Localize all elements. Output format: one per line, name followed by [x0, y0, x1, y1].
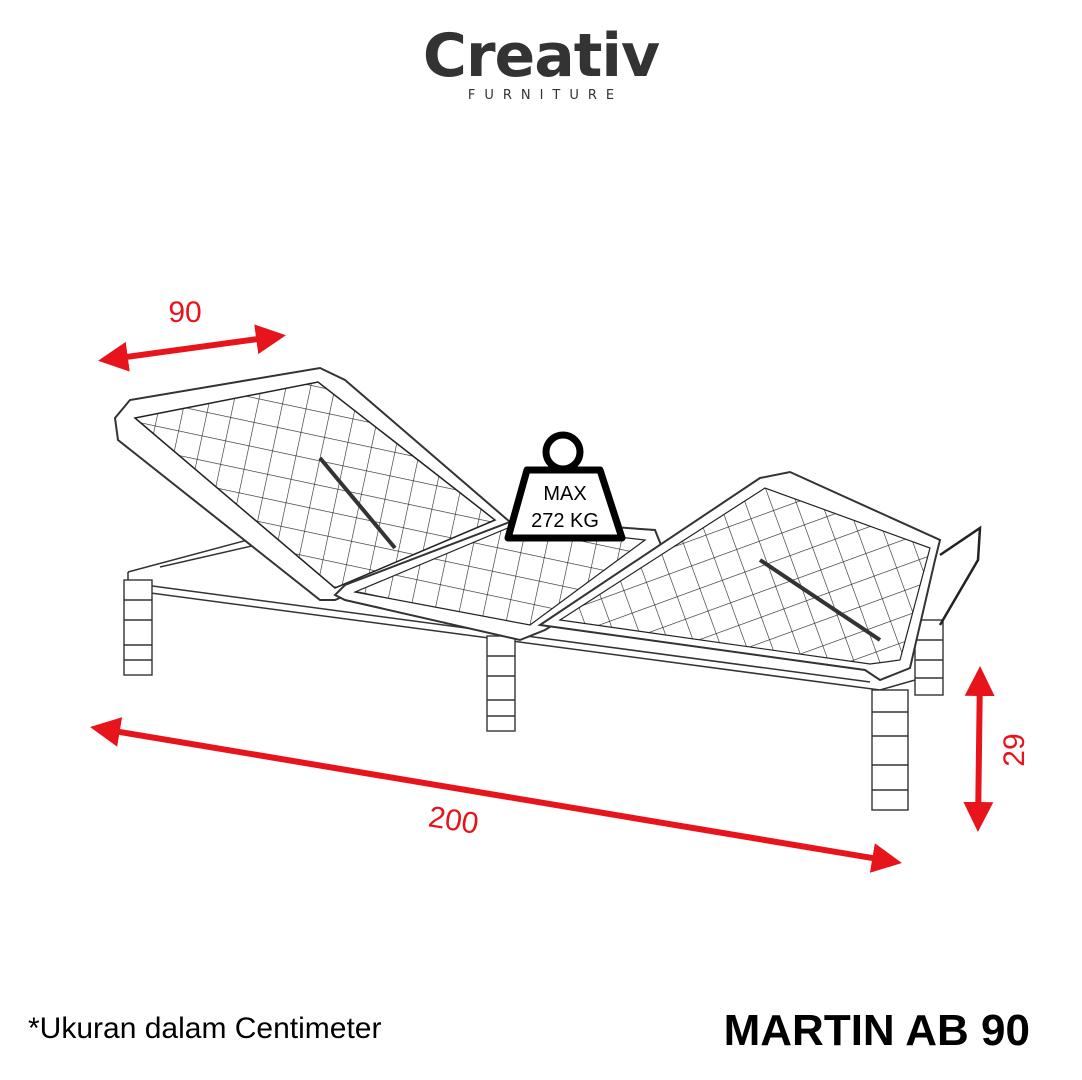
dimension-height: 29 [963, 666, 1031, 832]
product-name: MARTIN AB 90 [723, 1006, 1030, 1055]
width-arrow [98, 324, 286, 372]
dimension-width: 90 [98, 296, 286, 372]
head-section [113, 366, 512, 601]
height-label: 29 [998, 733, 1031, 766]
height-arrow [963, 666, 995, 832]
leg-front-left [123, 579, 153, 676]
load-capacity-badge: MAX 272 KG [504, 431, 626, 542]
dimension-length: 200 [90, 717, 902, 873]
brand-name: Creativ [422, 21, 660, 91]
brand-logo: Creativ FURNITURE [0, 22, 1082, 103]
leg-front-middle [486, 635, 516, 732]
width-label: 90 [168, 296, 201, 329]
weight-icon [504, 431, 626, 542]
length-label: 200 [426, 800, 481, 840]
length-arrow [90, 717, 902, 873]
leg-front-right [871, 689, 909, 811]
load-line-1: MAX [543, 483, 586, 505]
middle-section [333, 518, 667, 642]
leg-back-right [914, 619, 944, 696]
load-line-2: 272 KG [531, 510, 599, 532]
unit-footnote: *Ukuran dalam Centimeter [28, 1012, 382, 1045]
foot-section [537, 470, 982, 682]
brand-subtitle: FURNITURE [467, 88, 624, 103]
